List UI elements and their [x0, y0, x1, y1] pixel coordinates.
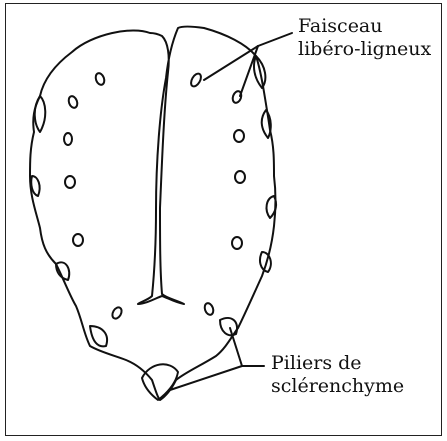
- bundle-2: [67, 95, 79, 109]
- pillar-left-1: [35, 96, 46, 132]
- bundle-9: [234, 130, 244, 142]
- bundle-5: [73, 234, 83, 246]
- label-vascular-bundle-line2: libéro-ligneux: [298, 38, 431, 61]
- label-sclerenchyma-pillars-line1: Piliers de: [271, 352, 404, 375]
- bundle-3: [64, 133, 72, 145]
- label-vascular-bundle-line1: Faisceau: [298, 15, 431, 38]
- leader-lines-bundle: [204, 33, 292, 96]
- pillar-left-3: [56, 262, 69, 280]
- leader-lines-pillars: [170, 328, 264, 390]
- bundle-12: [203, 302, 215, 316]
- bundle-10: [235, 171, 245, 183]
- pillar-bottom: [142, 364, 178, 400]
- section-outline: [30, 27, 276, 401]
- label-sclerenchyma-pillars: Piliers de sclérenchyme: [271, 352, 404, 398]
- bundle-11: [232, 237, 242, 249]
- bundle-7: [189, 72, 203, 88]
- bundle-4: [65, 176, 75, 188]
- label-sclerenchyma-pillars-line2: sclérenchyme: [271, 375, 404, 398]
- pillar-left-4: [90, 326, 107, 346]
- label-vascular-bundle: Faisceau libéro-ligneux: [298, 15, 431, 61]
- bundle-6: [111, 306, 124, 320]
- bundle-1: [94, 72, 106, 86]
